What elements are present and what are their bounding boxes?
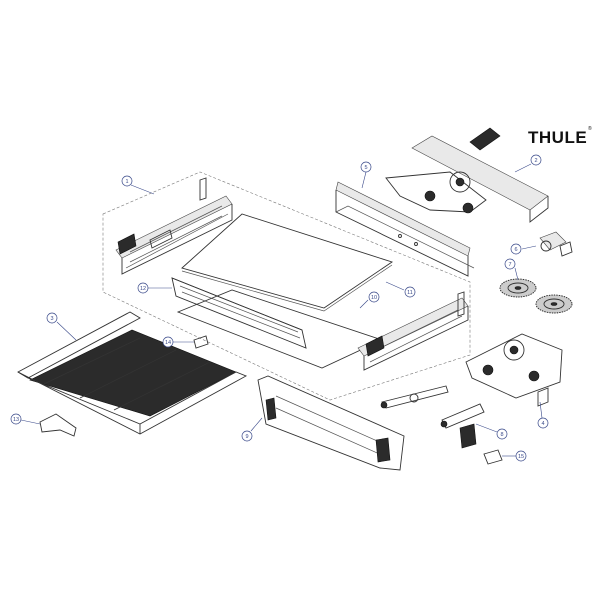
callout-11-label: 11 [407, 290, 413, 296]
callout-5: 5 [360, 161, 372, 189]
callout-9-label: 9 [245, 434, 248, 440]
callout-9: 9 [241, 417, 263, 442]
part-top-housing [385, 127, 549, 223]
callout-13: 13 [10, 413, 41, 425]
callout-7: 7 [504, 258, 519, 281]
callout-15: 15 [502, 450, 527, 462]
part-large-plate [181, 213, 394, 312]
callout-1-label: 1 [125, 179, 128, 185]
logo-text: THULE [528, 128, 587, 147]
part-small-motor [539, 231, 573, 257]
part-lower-drive-housing [465, 333, 563, 407]
callout-13-label: 13 [13, 417, 19, 423]
callout-6: 6 [510, 243, 537, 255]
part-frame [171, 277, 307, 349]
callout-2-label: 2 [534, 158, 537, 164]
part-top-bracket [335, 181, 475, 277]
callout-4-label: 4 [541, 421, 544, 427]
part-lower-panel [176, 289, 384, 369]
part-step-board [17, 311, 248, 435]
part-gears [499, 278, 573, 314]
callout-14: 14 [162, 336, 194, 348]
registered-mark: ® [588, 125, 592, 132]
part-right-slide-rail [357, 291, 469, 371]
part-front-cover [257, 375, 405, 471]
callout-15-label: 15 [518, 454, 524, 460]
callout-1: 1 [121, 175, 155, 195]
thule-logo: THULE ® [528, 125, 592, 147]
callout-6-label: 6 [514, 247, 517, 253]
callout-3: 3 [46, 312, 77, 341]
callout-4: 4 [537, 401, 549, 429]
part-handle [39, 413, 77, 437]
part-left-slide-rail [115, 177, 233, 275]
part-linkage-arms [380, 385, 485, 449]
part-small-block [193, 335, 209, 349]
callout-10: 10 [359, 291, 380, 309]
callout-14-label: 14 [165, 340, 171, 346]
callout-8-label: 8 [500, 432, 503, 438]
callout-5-label: 5 [364, 165, 367, 171]
callout-12: 12 [137, 282, 172, 294]
callout-10-label: 10 [371, 295, 377, 301]
callout-8: 8 [475, 423, 508, 440]
callout-11: 11 [385, 281, 416, 298]
part-clip [483, 449, 503, 465]
assembly-boundary [102, 171, 471, 401]
callout-7-label: 7 [508, 262, 511, 268]
callout-12-label: 12 [140, 286, 146, 292]
callout-2: 2 [514, 154, 542, 173]
callout-3-label: 3 [50, 316, 53, 322]
